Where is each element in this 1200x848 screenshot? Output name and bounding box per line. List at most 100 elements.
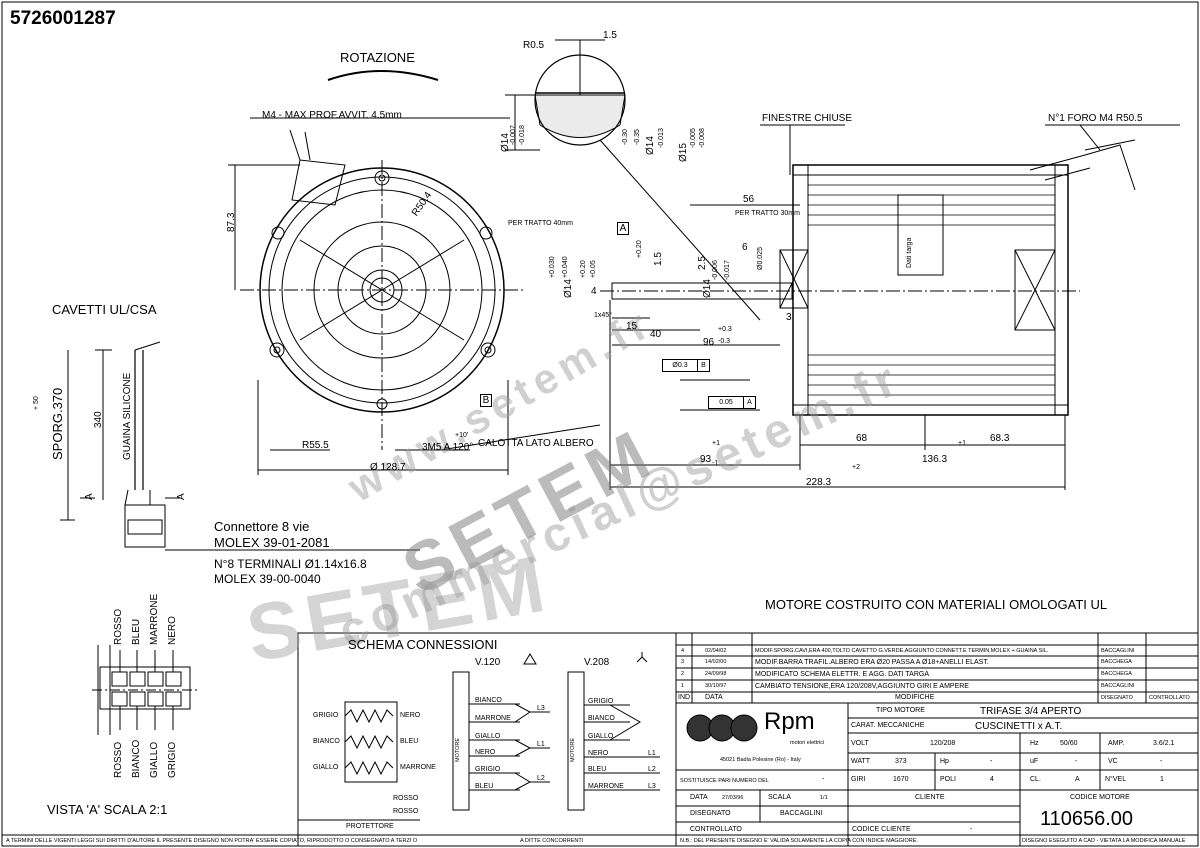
v120-wire-4: NERO [475,749,496,756]
company-logo: Rpm [764,708,815,735]
r55-5-label: R55.5 [302,440,329,451]
rev-4-mod: MODIF.SPORG.CAVI,ERA 400,TOLTO CAVETTO G… [755,648,1049,654]
amp-label: AMP. [1108,740,1125,747]
schema-out-2: BLEU [400,738,419,745]
volt-value: 120/208 [930,740,956,747]
tipo-value: TRIFASE 3/4 APERTO [980,706,1082,717]
rev-2-dis: BACCHEGA [1101,671,1132,677]
dim-3m5: 3M5 A 120° [422,442,474,453]
rev-header-data: DATA [705,694,723,701]
dati-targa: Dati targa [906,237,913,268]
v208-line-3: L3 [648,783,656,790]
connector-line1: Connettore 8 vie [214,519,310,534]
calotta-label: CALOTTA LATO ALBERO [478,438,594,449]
dim-0006: -0.006 [712,260,719,280]
poli-label: POLI [940,776,956,783]
dim-0017: -0.017 [724,260,731,280]
nvel-value: 1 [1160,776,1164,783]
rev-3-ind: 3 [681,659,685,665]
giri-value: 1670 [893,776,909,783]
tol-a: A [743,396,756,409]
per-tratto-40: PER TRATTO 40mm [508,220,573,227]
dim-030: -0.30 [622,129,629,145]
guaina-label: GUAINA SILICONE [122,372,133,460]
dim-0040: +0.040 [562,256,569,278]
dim-136-3: 136.3 [922,454,948,465]
dim-020b: +0.20 [636,240,643,258]
rev-4-dis: BACCAGLINI [1101,648,1135,654]
cl-value: A [1075,776,1080,783]
data-value: 27/03/96 [722,795,744,801]
footer-copyright: A TERMINI DELLE VIGENTI LEGGI SUI DIRITT… [6,838,418,844]
scala-value: 1/1 [820,795,828,801]
vc-value: - [1160,758,1163,765]
dim-2-5: 2.5 [697,256,708,270]
dim-14-right: Ø14 [645,136,656,155]
v120-line-2: L1 [537,741,545,748]
v120-line-1: L3 [537,705,545,712]
schema-out-1: NERO [400,712,421,719]
tol-m1: -1 [712,460,719,467]
pin-bottom-4: GRIGIO [167,741,178,778]
v208-wire-5: BLEU [588,766,607,773]
dim-0005: -0.005 [690,128,697,148]
v120-wire-2: MARRONE [475,715,511,722]
rev-3-dis: BACCHEGA [1101,659,1132,665]
tol-p1: +1 [712,440,720,447]
pin-top-1: ROSSO [113,608,124,645]
dim-0-3-minus: -0.3 [718,338,731,345]
data-label: DATA [690,794,708,801]
footer-cad: DISEGNO ESEGUITO A CAD - VIETATA LA MODI… [1022,838,1186,844]
pin-top-2: BLEU [131,618,142,645]
schema-in-1: GRIGIO [313,712,339,719]
pin-bottom-1: ROSSO [113,741,124,778]
datum-b: B [480,394,492,407]
section-a-right: A [176,493,187,500]
section-a-left: A [84,493,95,500]
rotation-label: ROTAZIONE [340,50,415,65]
v120-label: V.120 [475,657,501,668]
schema-in-3: GIALLO [313,764,339,771]
dim-15-right: Ø15 [678,143,689,162]
rev-2-ind: 2 [681,671,685,677]
v120-wire-1: BIANCO [475,697,502,704]
dim-3: 3 [786,312,792,323]
rev-4-date: 02/04/02 [705,648,727,654]
tol-p1b: +1 [958,440,966,447]
cl-label: CL. [1030,776,1041,783]
hz-label: Hz [1030,740,1039,747]
dim-128-7: Ø 128.7 [370,462,406,473]
schema-in-2: BIANCO [313,738,340,745]
scala-label: SCALA [768,794,791,801]
rev-2-date: 24/09/98 [705,671,727,677]
amp-value: 3.6/2.1 [1153,740,1175,747]
tol-0-05: 0.05 [708,396,744,409]
datum-a: A [617,222,629,235]
rev-header-ctrl: CONTROLLATO [1149,695,1190,701]
rev-3-date: 14/02/00 [705,659,727,665]
rev-1-ind: 1 [681,683,685,689]
dim-020: +0.20 [580,260,587,278]
rev-1-mod: CAMBIATO TENSIONE,ERA 120/208V,AGGIUNTO … [755,683,969,690]
controllato-label: CONTROLLATO [690,826,742,833]
v208-wire-4: NERO [588,750,609,757]
disegnato-label: DISEGNATO [690,810,731,817]
protector-label: PROTETTORE [346,823,394,830]
motore-v208: MOTORE [570,737,576,762]
pin-bottom-2: BIANCO [131,739,142,778]
rev-4-ind: 4 [681,648,685,654]
footer-competitors: A DITTE CONCORRENTI [520,838,584,844]
rev-3-mod: MODIF.BARRA TRAFIL.ALBERO ERA Ø20 PASSA … [755,659,989,666]
tol-10: +10' [455,432,469,439]
dim-1-5-side: 1.5 [653,252,664,266]
pin-bottom-3: GIALLO [149,741,160,778]
dim-14-shaft: Ø14 [563,279,574,298]
company-sub: motori elettrici [790,740,825,746]
poli-value: 4 [990,776,994,783]
uf-value: - [1075,758,1078,765]
carat-label: CARAT. MECCANICHE [851,722,925,729]
dim-40: 40 [650,329,662,340]
company-address: 45021 Badia Polesine (Ro) - Italy [720,757,801,763]
foro-label: N°1 FORO M4 R50.5 [1048,113,1143,124]
